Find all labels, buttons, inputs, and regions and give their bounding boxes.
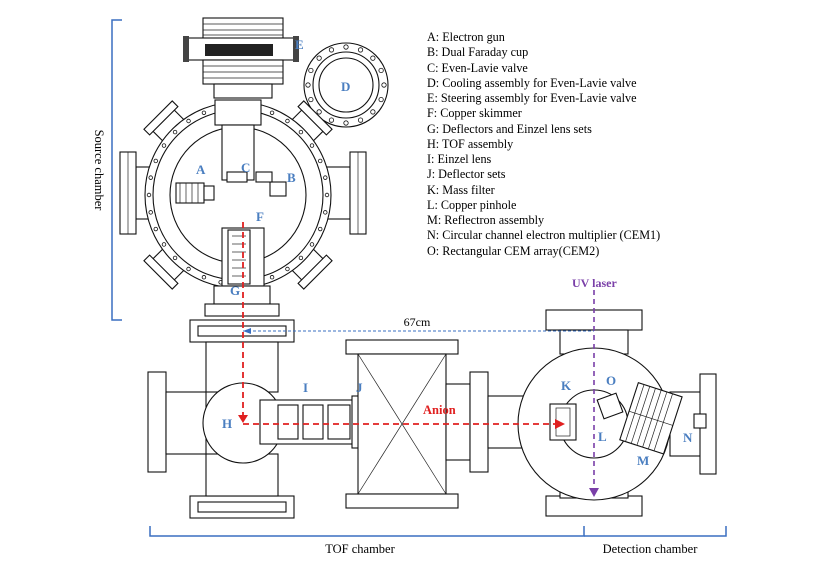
flange-bolt bbox=[186, 266, 191, 272]
flange-bolt bbox=[153, 158, 158, 164]
legend-item: J: Deflector sets bbox=[427, 167, 506, 182]
flange-bolt bbox=[269, 110, 275, 115]
label-d: D bbox=[341, 79, 350, 94]
legend-item: M: Reflectron assembly bbox=[427, 213, 545, 227]
flange-bolt bbox=[201, 110, 207, 115]
flange-bolt bbox=[316, 109, 322, 115]
flange-bolt bbox=[324, 192, 330, 198]
legend-item: I: Einzel lens bbox=[427, 152, 492, 166]
flange-bolt bbox=[186, 118, 191, 124]
legend-item: F: Copper skimmer bbox=[427, 106, 522, 121]
flange-bolt bbox=[201, 275, 207, 280]
flange-bolt bbox=[318, 158, 323, 164]
flange-bolt bbox=[381, 82, 387, 88]
legend-item: E: Steering assembly for Even-Lavie valv… bbox=[427, 91, 637, 105]
flange-bolt bbox=[309, 242, 315, 247]
flange-bolt bbox=[172, 129, 178, 135]
flange-bolt bbox=[370, 109, 376, 115]
flange-bolt bbox=[343, 120, 349, 126]
flange-bolt bbox=[308, 67, 314, 74]
label-e: E bbox=[295, 37, 304, 52]
flange-bolt bbox=[357, 117, 364, 123]
tof-chamber-label: TOF chamber bbox=[325, 542, 395, 556]
legend-item: G: Deflectors and Einzel lens sets bbox=[427, 121, 592, 136]
flange-bolt bbox=[305, 82, 311, 88]
flange-bolt bbox=[161, 143, 167, 148]
source-chamber-bracket bbox=[111, 19, 122, 321]
flange-bolt bbox=[146, 192, 152, 198]
source-chamber bbox=[119, 99, 367, 317]
steering-assembly bbox=[183, 17, 299, 99]
flange-bolt bbox=[172, 255, 178, 261]
label-c: C bbox=[241, 160, 250, 175]
legend-item: B: Dual Faraday cup bbox=[427, 45, 529, 60]
anion-label: Anion bbox=[423, 403, 456, 417]
component-legend: A: Electron gun B: Dual Faraday cup C: E… bbox=[427, 30, 660, 259]
flange-bolt bbox=[323, 175, 328, 180]
flange-bolt bbox=[370, 55, 376, 61]
flange-bolt bbox=[309, 143, 315, 148]
label-g: G bbox=[230, 283, 240, 298]
label-a: A bbox=[196, 162, 206, 177]
tof-chamber-bracket bbox=[149, 526, 585, 537]
label-b: B bbox=[287, 170, 296, 185]
flange-bolt bbox=[285, 118, 290, 124]
label-m: M bbox=[637, 453, 649, 468]
label-j: J bbox=[356, 380, 363, 395]
legend-item: D: Cooling assembly for Even-Lavie valve bbox=[427, 75, 637, 90]
flange-bolt bbox=[298, 129, 304, 135]
detection-chamber bbox=[517, 309, 717, 517]
flange-bolt bbox=[161, 242, 167, 247]
flange-bolt bbox=[148, 210, 153, 215]
detection-chamber-bracket bbox=[584, 526, 727, 537]
label-k: K bbox=[561, 378, 572, 393]
uv-laser-label: UV laser bbox=[572, 276, 617, 290]
flange-bolt bbox=[328, 47, 335, 53]
flange-bolt bbox=[343, 44, 349, 50]
label-n: N bbox=[683, 430, 693, 445]
legend-item: L: Copper pinhole bbox=[427, 197, 517, 212]
flange-bolt bbox=[378, 67, 384, 74]
distance-label: 67cm bbox=[404, 315, 431, 329]
flange-bolt bbox=[148, 175, 153, 180]
legend-item: A: Electron gun bbox=[427, 30, 505, 44]
label-l: L bbox=[598, 429, 607, 444]
flange-bolt bbox=[378, 96, 384, 103]
flange-bolt bbox=[308, 96, 314, 103]
flange-bolt bbox=[357, 47, 364, 53]
cooling-assembly bbox=[303, 42, 389, 128]
flange-bolt bbox=[269, 275, 275, 280]
flange-bolt bbox=[328, 117, 335, 123]
label-h: H bbox=[222, 416, 232, 431]
flange-bolt bbox=[318, 226, 323, 232]
flange-bolt bbox=[323, 210, 328, 215]
legend-item: O: Rectangular CEM array(CEM2) bbox=[427, 243, 600, 258]
label-i: I bbox=[303, 380, 308, 395]
flange-bolt bbox=[316, 55, 322, 61]
flange-bolt bbox=[153, 226, 158, 232]
legend-item: H: TOF assembly bbox=[427, 136, 514, 151]
tof-chamber bbox=[147, 319, 529, 519]
legend-item: C: Even-Lavie valve bbox=[427, 60, 528, 75]
detection-chamber-label: Detection chamber bbox=[603, 542, 699, 556]
flange-bolt bbox=[298, 255, 304, 261]
flange-bolt bbox=[285, 266, 290, 272]
label-f: F bbox=[256, 209, 264, 224]
source-chamber-label: Source chamber bbox=[92, 130, 106, 212]
label-o: O bbox=[606, 373, 616, 388]
legend-item: K: Mass filter bbox=[427, 182, 495, 197]
legend-item: N: Circular channel electron multiplier … bbox=[427, 228, 661, 243]
